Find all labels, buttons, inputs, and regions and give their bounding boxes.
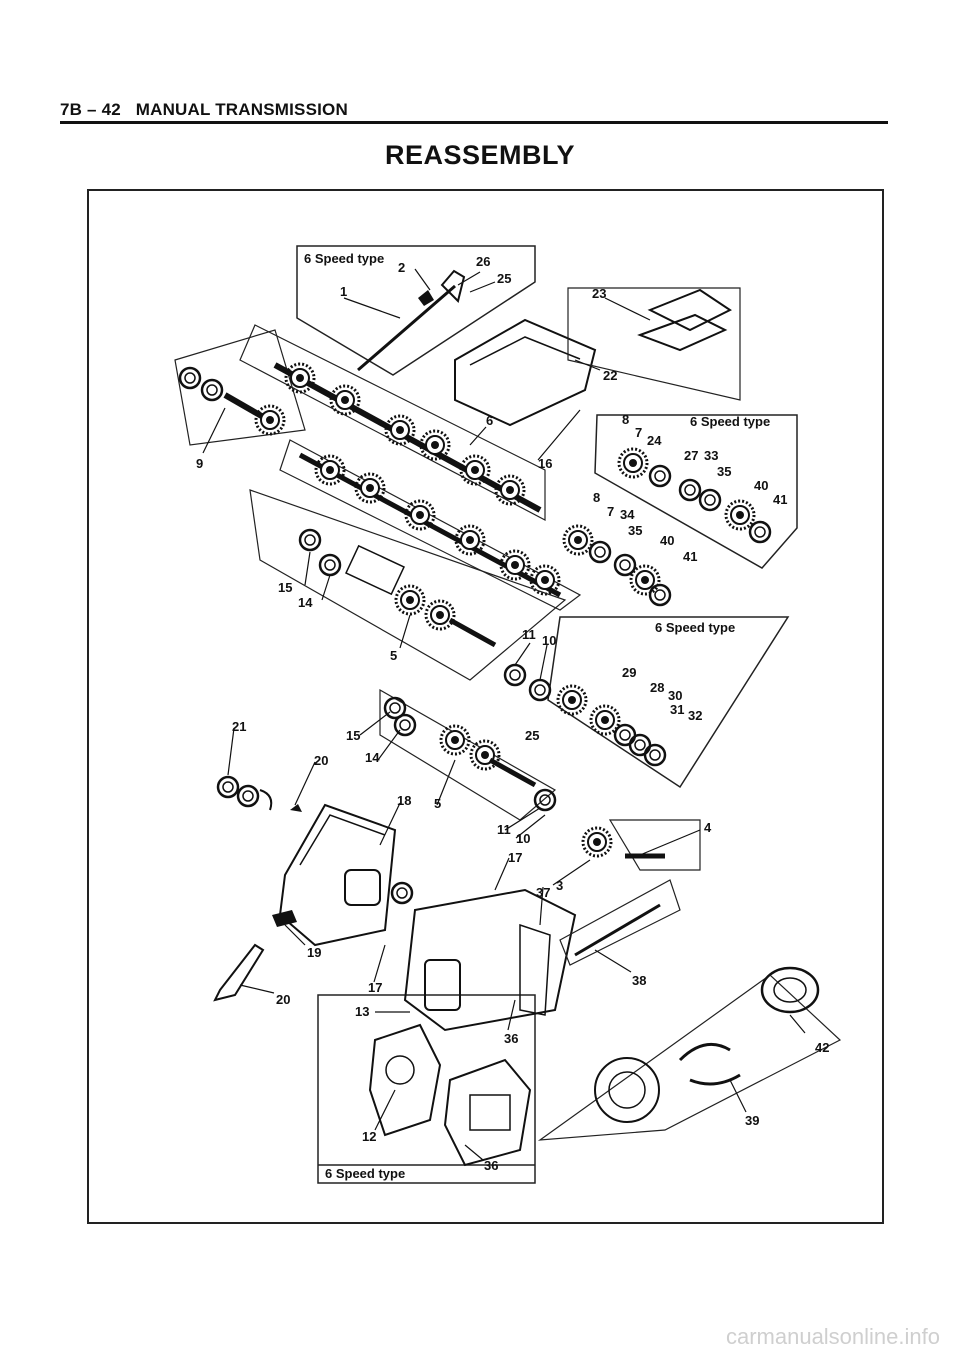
callout-15: 15 bbox=[278, 580, 292, 595]
callout-20b: 20 bbox=[276, 992, 290, 1007]
callout-24: 24 bbox=[647, 433, 662, 448]
box-label-b: 6 Speed type bbox=[690, 414, 770, 429]
box-label-c: 6 Speed type bbox=[655, 620, 735, 635]
callout-25: 25 bbox=[497, 271, 511, 286]
callout-41b: 41 bbox=[683, 549, 697, 564]
callout-39: 39 bbox=[745, 1113, 759, 1128]
callout-21: 21 bbox=[232, 719, 246, 734]
callout-13: 13 bbox=[355, 1004, 369, 1019]
extension-housing-6sp bbox=[368, 1023, 532, 1167]
callout-37: 37 bbox=[536, 885, 550, 900]
callout-11b: 11 bbox=[497, 822, 511, 837]
shift-lever bbox=[213, 943, 265, 1002]
callout-7: 7 bbox=[635, 425, 642, 440]
transmission-case bbox=[403, 888, 577, 1032]
callout-41: 41 bbox=[773, 492, 787, 507]
callout-6: 6 bbox=[486, 413, 493, 428]
callout-19: 19 bbox=[307, 945, 321, 960]
callout-22: 22 bbox=[603, 368, 617, 383]
callout-34: 34 bbox=[620, 507, 635, 522]
callout-9: 9 bbox=[196, 456, 203, 471]
callout-32: 32 bbox=[688, 708, 702, 723]
page-header: 7B – 42 MANUAL TRANSMISSION bbox=[60, 100, 348, 120]
callout-14b: 14 bbox=[365, 750, 380, 765]
clutch-release-parts bbox=[216, 775, 302, 812]
callout-5b: 5 bbox=[434, 796, 441, 811]
callout-12: 12 bbox=[362, 1129, 376, 1144]
section-number: 7B – 42 bbox=[60, 100, 121, 119]
callout-40b: 40 bbox=[660, 533, 674, 548]
callout-5: 5 bbox=[390, 648, 397, 663]
callout-38: 38 bbox=[632, 973, 646, 988]
callout-29: 29 bbox=[622, 665, 636, 680]
box-label-a: 6 Speed type bbox=[304, 251, 384, 266]
callout-4: 4 bbox=[704, 820, 712, 835]
page-title: REASSEMBLY bbox=[384, 140, 576, 170]
header-rule bbox=[60, 121, 888, 124]
callout-14: 14 bbox=[298, 595, 313, 610]
top-cover bbox=[454, 287, 741, 427]
callout-15b: 15 bbox=[346, 728, 360, 743]
leader-lines bbox=[202, 268, 806, 1161]
reverse-idler-assembly bbox=[249, 489, 567, 681]
callout-17b: 17 bbox=[368, 980, 382, 995]
callout-35: 35 bbox=[717, 464, 731, 479]
inset-box-shift-fork: 6 Speed type bbox=[296, 245, 536, 376]
inset-box-output-6sp: 6 Speed type bbox=[547, 616, 790, 789]
callout-36: 36 bbox=[504, 1031, 518, 1046]
callout-28: 28 bbox=[650, 680, 664, 695]
callout-35b: 35 bbox=[628, 523, 642, 538]
input-shaft bbox=[174, 329, 306, 446]
callout-8b: 8 bbox=[593, 490, 600, 505]
callout-26: 26 bbox=[476, 254, 490, 269]
output-6sp-parts bbox=[503, 663, 667, 767]
callout-30: 30 bbox=[668, 688, 682, 703]
callout-2: 2 bbox=[398, 260, 405, 275]
callout-7b: 7 bbox=[607, 504, 614, 519]
callout-25b: 25 bbox=[525, 728, 539, 743]
callout-18: 18 bbox=[397, 793, 411, 808]
callout-20: 20 bbox=[314, 753, 328, 768]
diagram-frame bbox=[87, 189, 884, 1224]
callout-33: 33 bbox=[704, 448, 718, 463]
callout-36b: 36 bbox=[484, 1158, 498, 1173]
box-label-d: 6 Speed type bbox=[325, 1166, 405, 1181]
callout-42: 42 bbox=[815, 1040, 829, 1055]
callout-27: 27 bbox=[684, 448, 698, 463]
inset-box-countershaft-6sp: 6 Speed type bbox=[594, 414, 798, 569]
parking-brake-assembly bbox=[537, 966, 842, 1141]
clutch-housing bbox=[272, 803, 414, 947]
inset-box-extension-6sp: 6 Speed type bbox=[317, 994, 536, 1184]
callout-10b: 10 bbox=[516, 831, 530, 846]
callout-8: 8 bbox=[622, 412, 629, 427]
callout-10: 10 bbox=[542, 633, 556, 648]
callout-16: 16 bbox=[538, 456, 552, 471]
main-shaft-gear-train bbox=[239, 324, 546, 521]
callout-31: 31 bbox=[670, 702, 684, 717]
callouts: 1 2 26 25 23 22 6 16 9 8 7 24 27 33 35 4… bbox=[196, 254, 829, 1173]
reverse-gear-and-shaft bbox=[581, 819, 701, 871]
callout-11: 11 bbox=[522, 627, 536, 642]
counter-shaft-gear-train bbox=[279, 439, 582, 611]
watermark: carmanualsonline.info bbox=[725, 1324, 940, 1349]
callout-17: 17 bbox=[508, 850, 522, 865]
section-title: MANUAL TRANSMISSION bbox=[135, 100, 348, 119]
speedometer-shaft bbox=[559, 879, 681, 966]
callout-23: 23 bbox=[592, 286, 606, 301]
callout-1: 1 bbox=[340, 284, 347, 299]
callout-3: 3 bbox=[556, 878, 563, 893]
callout-40: 40 bbox=[754, 478, 768, 493]
